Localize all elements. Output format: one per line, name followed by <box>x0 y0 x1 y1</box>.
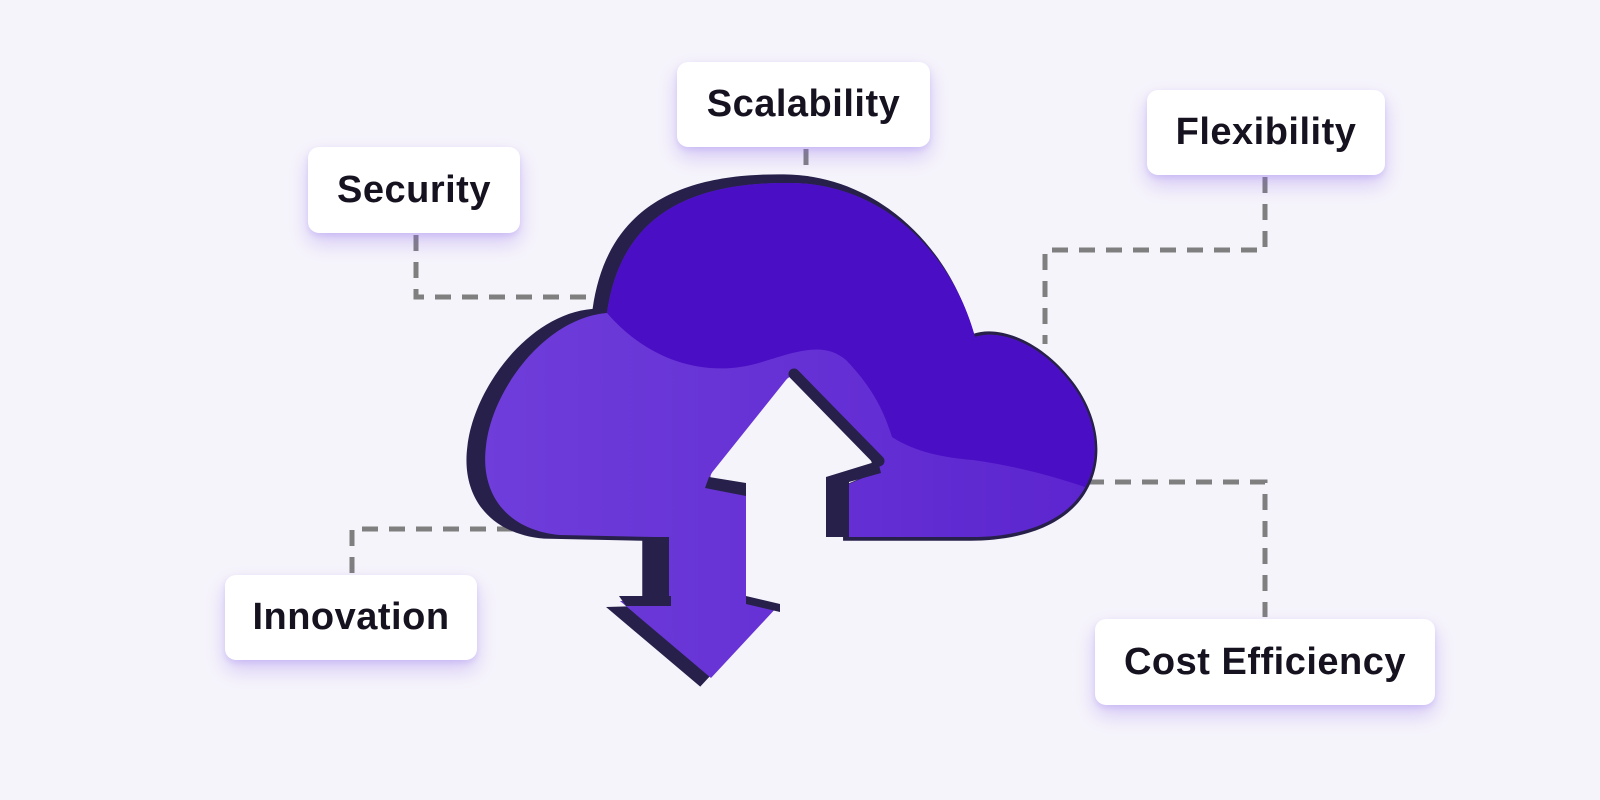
connector-innovation <box>349 526 540 573</box>
flexibility-label: Flexibility <box>1175 111 1357 153</box>
download-arrow-shaft-edge <box>652 537 669 600</box>
cloud-up-down-transfer-icon <box>466 174 1098 687</box>
label-card-scalability: Scalability <box>677 62 930 147</box>
connector-cost-efficiency <box>1088 479 1268 617</box>
label-card-cost-efficiency: Cost Efficiency <box>1095 619 1435 705</box>
label-card-flexibility: Flexibility <box>1147 90 1385 175</box>
download-arrow-head-right-edge <box>746 596 780 612</box>
upload-arrow-right-band <box>826 461 881 537</box>
upload-arrow-left-wing-edge <box>705 477 746 496</box>
arrow-3d-edges <box>619 368 885 612</box>
download-arrow-head-top-edge <box>619 596 671 606</box>
label-card-security: Security <box>308 147 520 233</box>
innovation-label: Innovation <box>252 596 450 638</box>
connector-flexibility <box>1042 177 1268 344</box>
security-label: Security <box>337 168 491 211</box>
cost-efficiency-label: Cost Efficiency <box>1123 640 1407 683</box>
scalability-label: Scalability <box>706 83 901 125</box>
upload-arrow-right-slope-edge <box>788 368 885 467</box>
connector-security <box>413 235 604 300</box>
label-card-innovation: Innovation <box>225 575 477 660</box>
